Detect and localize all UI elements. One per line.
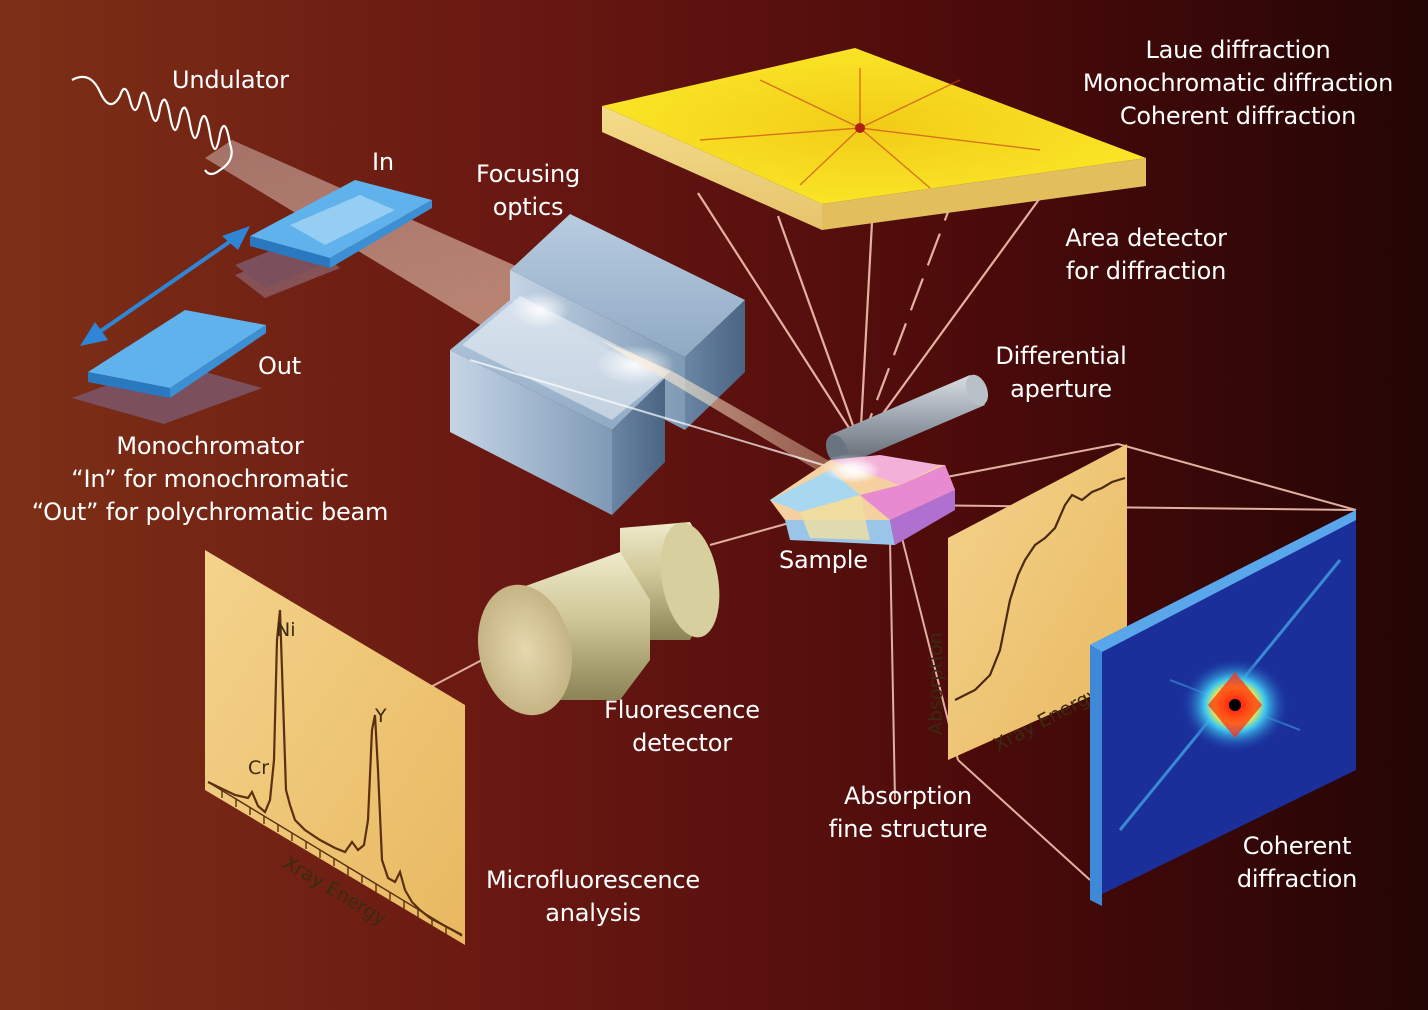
mono-out-upper-side	[170, 325, 266, 398]
area-detector	[602, 48, 1146, 230]
fluorescence-axis-ticks	[207, 781, 463, 937]
absorption-panel: Absorption Xray Energy	[925, 444, 1127, 760]
mono-out-label: Out	[258, 352, 301, 380]
area-detector-label-line-1: Area detector	[1065, 224, 1227, 252]
mono-in-upper-top	[250, 180, 432, 258]
microfluorescence-label: Microfluorescence analysis	[468, 864, 718, 930]
microfluorescence-label-line-2: analysis	[545, 899, 641, 927]
monochromator-caption-line-2: “In” for monochromatic	[71, 465, 349, 493]
differential-aperture-label-line-1: Differential	[995, 342, 1127, 370]
microfluorescence-label-line-1: Microfluorescence	[486, 866, 700, 894]
focusing-optics	[450, 214, 745, 515]
focusing-optics-label-line-2: optics	[492, 193, 564, 221]
coherent-diffraction-detector	[1090, 510, 1356, 906]
sample-glow	[820, 454, 880, 482]
undulator-wave	[71, 75, 233, 176]
absorption-y-axis-label: Absorption	[925, 632, 947, 735]
mono-in-beam-spot	[290, 195, 395, 245]
coherent-diffraction-label: Coherent diffraction	[1222, 830, 1372, 896]
absorption-spectrum-line	[954, 476, 1126, 701]
focusing-optics-label: Focusing optics	[458, 158, 598, 224]
fluorescence-spectrum-line	[207, 609, 463, 936]
diffraction-modes-label: Laue diffraction Monochromatic diffracti…	[1056, 34, 1420, 133]
xray-beam-focused	[600, 340, 845, 478]
absorption-fine-structure-label-line-2: fine structure	[828, 815, 988, 843]
mono-in-upper-edge	[250, 236, 330, 268]
mono-out-upper-edge	[88, 372, 170, 398]
mono-arrow-head-up	[222, 226, 250, 250]
mono-in-label: In	[372, 148, 394, 176]
area-detector-label: Area detector for diffraction	[1048, 222, 1244, 288]
undulator-label: Undulator	[172, 66, 289, 94]
diffracted-rays	[697, 192, 1041, 446]
fluorescence-detector-label-line-2: detector	[632, 729, 732, 757]
beam-line	[469, 359, 841, 471]
mono-out-upper-top	[88, 310, 266, 388]
monochromator-caption-line-3: “Out” for polychromatic beam	[31, 498, 389, 526]
differential-aperture-label: Differential aperture	[980, 340, 1142, 406]
sample-label: Sample	[779, 546, 868, 574]
peak-label-ni: Ni	[276, 619, 296, 641]
peak-label-cr: Cr	[248, 757, 269, 779]
area-detector-label-line-2: for diffraction	[1065, 257, 1227, 285]
focusing-optics-label-line-1: Focusing	[475, 160, 581, 188]
mono-arrow-head-down	[80, 322, 108, 346]
absorption-fine-structure-label-line-1: Absorption	[844, 782, 972, 810]
monochromator-caption: Monochromator “In” for monochromatic “Ou…	[10, 430, 410, 529]
monochromator-caption-line-1: Monochromator	[116, 432, 304, 460]
differential-aperture	[825, 374, 989, 466]
coherent-diffraction-label-line-1: Coherent	[1242, 832, 1352, 860]
mono-in-upper-side	[330, 200, 432, 268]
mono-toggle-arrow	[93, 234, 240, 337]
diffraction-mode-monochromatic: Monochromatic diffraction	[1082, 69, 1394, 97]
differential-aperture-label-line-2: aperture	[1010, 375, 1112, 403]
fluorescence-detector-label-line-1: Fluorescence	[604, 696, 760, 724]
diffraction-mode-laue: Laue diffraction	[1145, 36, 1331, 64]
peak-label-y: Y	[374, 705, 387, 727]
coherent-diffraction-label-line-2: diffraction	[1236, 865, 1358, 893]
fluorescence-detector-label: Fluorescence detector	[592, 694, 772, 760]
fluorescence-detector	[477, 522, 720, 716]
diffraction-mode-coherent: Coherent diffraction	[1119, 102, 1357, 130]
absorption-fine-structure-label: Absorption fine structure	[810, 780, 1006, 846]
